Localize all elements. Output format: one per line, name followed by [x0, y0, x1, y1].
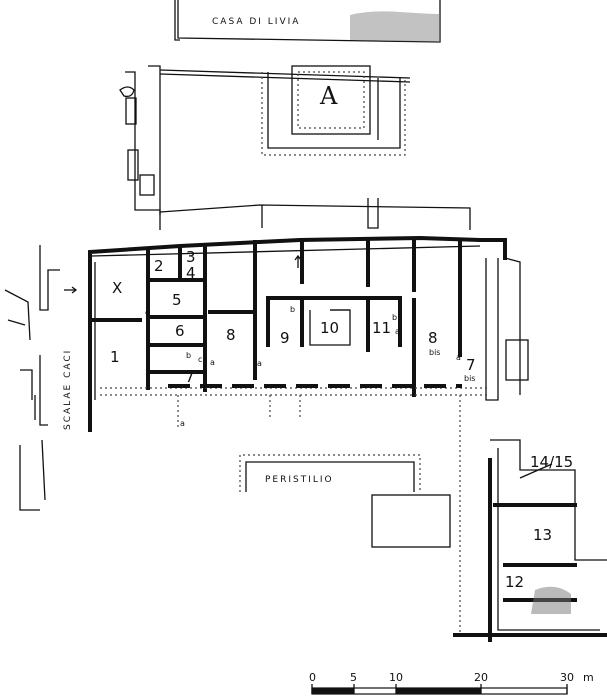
door-letter-c: c — [145, 308, 149, 317]
room-13-label: 13 — [533, 526, 552, 544]
eastern-rooms — [453, 439, 607, 642]
room-x-label: X — [112, 279, 122, 297]
door-letter-c: c — [198, 355, 202, 364]
room-6-label: 6 — [175, 322, 185, 340]
courtyard-a: A — [159, 65, 411, 156]
rubble-texture — [531, 586, 571, 614]
door-letter-b: b — [392, 313, 397, 322]
room-10-label: 10 — [320, 319, 339, 337]
room-8bis-sub-label: bis — [429, 348, 440, 357]
scale-tick-30: 30 — [560, 671, 574, 684]
scale-unit: m — [583, 671, 594, 684]
scalae-caci-label: SCALAE CACI — [63, 349, 73, 430]
room-2-label: 2 — [154, 257, 164, 275]
room-7bis-label: 7 — [466, 356, 476, 374]
room-11-label: 11 — [372, 319, 391, 337]
room-12-label: 12 — [505, 573, 524, 591]
scale-tick-5: 5 — [350, 671, 357, 684]
peristilio-label: PERISTILIO — [265, 475, 334, 485]
door-letter-a: a — [456, 353, 461, 362]
scale-tick-0: 0 — [309, 671, 316, 684]
casa-di-livia-label: CASA DI LIVIA — [212, 17, 300, 27]
room-1-label: 1 — [110, 348, 120, 366]
scalae-caci-area: SCALAE CACI — [4, 245, 78, 511]
door-letter-a: a — [210, 358, 215, 367]
arrow-right-icon — [64, 286, 78, 294]
room-8bis-label: 8 — [428, 329, 438, 347]
door-letter-a: a — [395, 327, 400, 336]
room-7-label: 7 — [185, 368, 195, 386]
door-letter-b: b — [290, 305, 295, 314]
rubble-texture — [350, 11, 440, 42]
room-7bis-sub-label: bis — [464, 374, 475, 383]
interior-walls — [90, 238, 462, 397]
peristyle: PERISTILIO — [239, 454, 451, 548]
scale-tick-10: 10 — [389, 671, 403, 684]
doorway-letters: c b c a a a b b a a — [145, 305, 461, 428]
room-14-15-label: 14/15 — [530, 453, 573, 471]
colonnade-lines — [100, 384, 490, 640]
casa-di-livia-block: CASA DI LIVIA — [174, 0, 441, 43]
area-a-label: A — [319, 82, 338, 110]
room-5-label: 5 — [172, 291, 182, 309]
room-3-label: 3 — [186, 248, 196, 266]
room-labels: X 1 2 3 4 5 6 7 8 9 10 11 8 bis 7 bis 14… — [110, 248, 573, 591]
western-structures — [119, 65, 471, 230]
room-4-label: 4 — [186, 264, 196, 282]
door-letter-b: b — [186, 351, 191, 360]
room-8-label: 8 — [226, 326, 236, 344]
scale-bar: 0 5 10 20 30 m — [309, 671, 594, 695]
door-letter-a: a — [180, 419, 185, 428]
room-9-label: 9 — [280, 329, 290, 347]
arrow-up-icon — [294, 254, 302, 268]
door-letter-a: a — [257, 359, 262, 368]
scale-tick-20: 20 — [474, 671, 488, 684]
